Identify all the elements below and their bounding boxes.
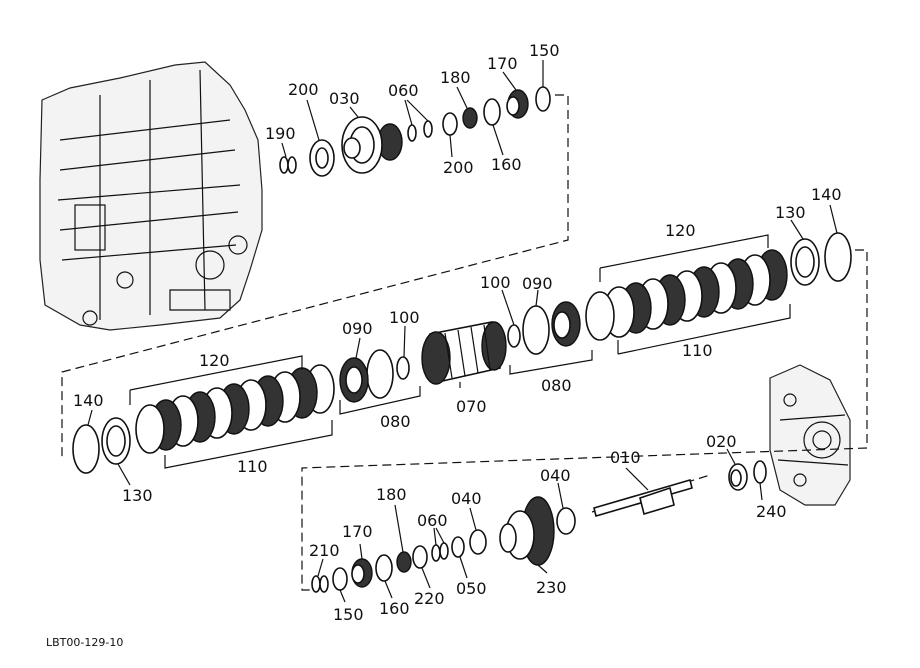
row2-left-clutch (72, 349, 410, 474)
snap-ring-140-right (824, 232, 852, 282)
bearing-left (339, 357, 369, 403)
bearing-040-left (469, 529, 487, 555)
bearing-180-bottom (396, 551, 412, 573)
snap-ring-150-bottom (332, 567, 348, 591)
clutch-discs-left (135, 364, 335, 454)
callout-230: 230 (536, 578, 567, 597)
callout-020: 020 (706, 432, 737, 451)
callout-090-a: 090 (522, 274, 553, 293)
callout-040-a: 040 (540, 466, 571, 485)
ring-100-left (396, 356, 410, 380)
callout-130-a: 130 (775, 203, 806, 222)
clutch-discs-right (585, 249, 788, 341)
callout-060-a: 060 (388, 81, 419, 100)
callout-220: 220 (414, 589, 445, 608)
callout-160-b: 160 (379, 599, 410, 618)
plate-130-right (790, 238, 820, 286)
transmission-housing (39, 61, 263, 331)
plate-130-left (101, 417, 131, 465)
callout-070: 070 (456, 397, 487, 416)
brackets (129, 234, 791, 469)
washer-220 (412, 545, 428, 569)
callout-060-b: 060 (417, 511, 448, 530)
snap-ring-150-top (535, 86, 551, 112)
callout-210: 210 (309, 541, 340, 560)
callout-010: 010 (610, 448, 641, 467)
callout-150-a: 150 (529, 41, 560, 60)
callout-120-b: 120 (199, 351, 230, 370)
o-ring-090-right (522, 305, 550, 355)
row1-parts (279, 86, 551, 177)
rear-cover (769, 364, 851, 506)
ring-100-right (507, 324, 521, 348)
bearing-170-bottom (351, 558, 373, 588)
snap-ring-240 (753, 460, 767, 484)
callout-130-b: 130 (122, 486, 153, 505)
callout-200-b: 200 (443, 158, 474, 177)
leader-lines (87, 60, 838, 603)
callout-180-b: 180 (376, 485, 407, 504)
collar-160-bottom (375, 554, 393, 582)
callout-160-a: 160 (491, 155, 522, 174)
collar-160-top (483, 98, 501, 126)
callout-100-b: 100 (389, 308, 420, 327)
callout-100-a: 100 (480, 273, 511, 292)
callout-120-a: 120 (665, 221, 696, 240)
callout-labels: 190 200 030 060 180 170 150 200 160 120 … (46, 41, 842, 649)
snap-ring-140-left (72, 424, 100, 474)
callout-140-b: 140 (73, 391, 104, 410)
callout-190: 190 (265, 124, 296, 143)
snap-rings-210 (311, 575, 329, 593)
drawing-code: LBT00-129-10 (46, 636, 123, 649)
callout-200-a: 200 (288, 80, 319, 99)
callout-030: 030 (329, 89, 360, 108)
callout-240: 240 (756, 502, 787, 521)
gear-030 (341, 116, 403, 174)
callout-140-a: 140 (811, 185, 842, 204)
callout-170-a: 170 (487, 54, 518, 73)
hub-070 (421, 321, 507, 385)
callout-080-b: 080 (380, 412, 411, 431)
bearing-right (551, 301, 581, 347)
callout-110-a: 110 (682, 341, 713, 360)
shaft-010 (593, 478, 693, 518)
o-ring-090-left (366, 349, 394, 399)
gear-230 (499, 496, 555, 566)
snap-rings-190 (279, 156, 297, 174)
row3-parts (311, 460, 767, 593)
washer-050 (451, 536, 465, 558)
bearing-180-top (462, 107, 478, 129)
callout-180-a: 180 (440, 68, 471, 87)
bearing-020 (728, 463, 748, 491)
callout-090-b: 090 (342, 319, 373, 338)
callout-170-b: 170 (342, 522, 373, 541)
bearing-200-top (309, 139, 335, 177)
callout-050: 050 (456, 579, 487, 598)
bearing-040-right (556, 507, 576, 535)
callout-080-a: 080 (541, 376, 572, 395)
bearing-170-top (506, 89, 529, 119)
row2-right-clutch (507, 232, 852, 355)
callout-110-b: 110 (237, 457, 268, 476)
callout-150-b: 150 (333, 605, 364, 624)
washer-200-top2 (442, 112, 458, 136)
rings-060-bottom (431, 542, 449, 562)
callout-040-b: 040 (451, 489, 482, 508)
